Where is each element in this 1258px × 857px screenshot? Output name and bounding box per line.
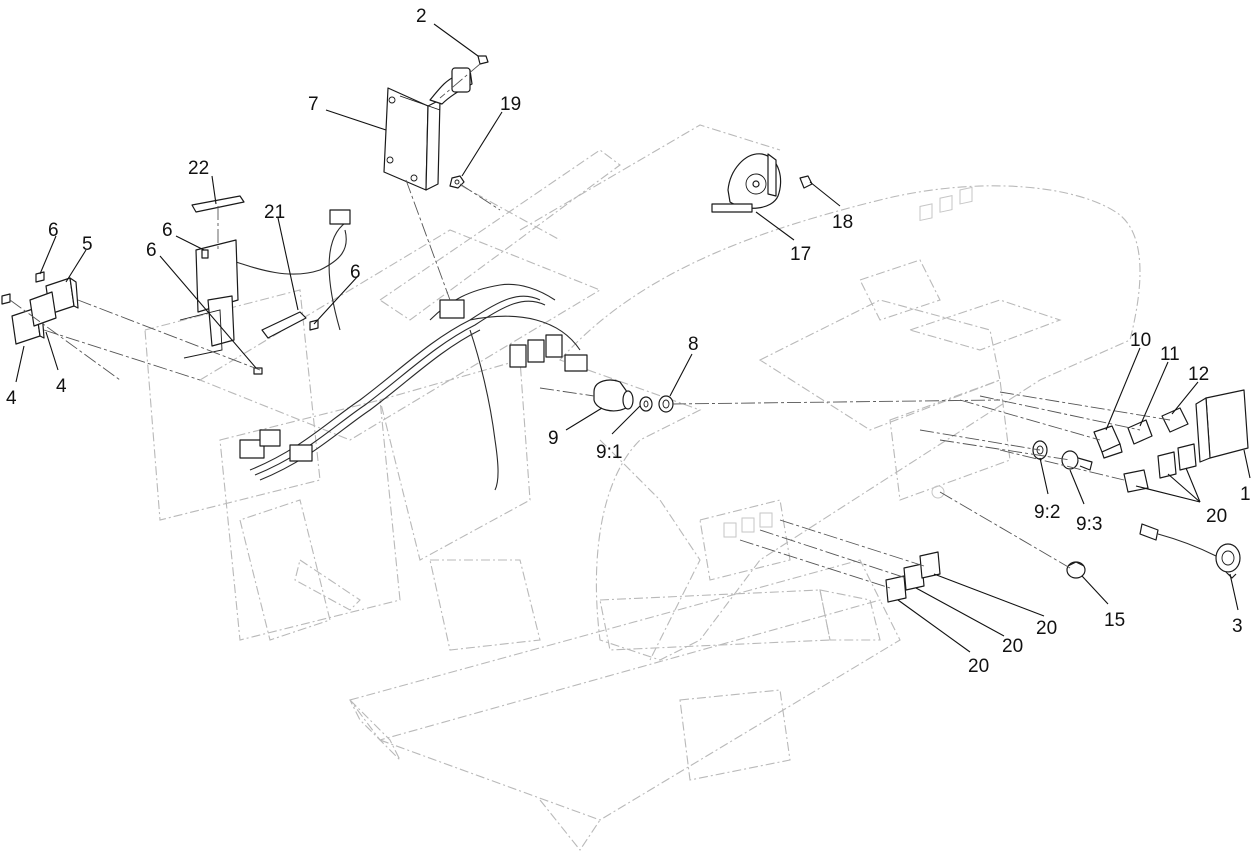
label-part-22 — [191, 195, 245, 213]
callout-22: 22 — [188, 158, 209, 179]
panel-part-1 — [1195, 389, 1249, 463]
callout-17: 17 — [790, 244, 811, 265]
callout-20: 20 — [1036, 618, 1057, 639]
leader-lines — [15, 23, 1251, 653]
callout-6: 6 — [48, 220, 59, 241]
key-part-9-3 — [1061, 450, 1093, 471]
callout-6: 6 — [146, 240, 157, 261]
screw-part-2 — [477, 55, 489, 65]
callout-6: 6 — [350, 262, 361, 283]
callout-9-3: 9:3 — [1076, 514, 1102, 535]
plug-part-15 — [1066, 561, 1086, 579]
callout-20: 20 — [1002, 636, 1023, 657]
assembly-lines — [9, 63, 1171, 589]
callout-21: 21 — [264, 202, 285, 223]
controller-module-part-7 — [383, 67, 473, 191]
horn-part-17 — [711, 153, 782, 213]
wiring-harness — [229, 209, 588, 491]
frame-outline — [144, 124, 901, 851]
callout-8: 8 — [688, 334, 699, 355]
callout-1: 1 — [1240, 484, 1251, 505]
callout-3: 3 — [1232, 616, 1243, 637]
callout-2: 2 — [416, 6, 427, 27]
callout-4: 4 — [6, 388, 17, 409]
switch-part-12 — [1161, 407, 1189, 433]
callout-9: 9 — [548, 428, 559, 449]
callout-12: 12 — [1188, 364, 1209, 385]
callout-20: 20 — [968, 656, 989, 677]
callout-4: 4 — [56, 376, 67, 397]
callout-5: 5 — [82, 234, 93, 255]
ignition-switch-part-9 — [593, 379, 634, 412]
cover-part-20 — [885, 443, 1197, 603]
washer-part-8 — [658, 395, 674, 413]
callout-6: 6 — [162, 220, 173, 241]
callout-9-1: 9:1 — [596, 442, 622, 463]
power-socket-part-3 — [1139, 523, 1241, 579]
callout-9-2: 9:2 — [1034, 502, 1060, 523]
callout-11: 11 — [1160, 344, 1180, 365]
callout-7: 7 — [308, 94, 319, 115]
callout-18: 18 — [832, 212, 853, 233]
callout-20: 20 — [1206, 506, 1227, 527]
bracket-part-21 — [179, 239, 307, 359]
switch-part-10 — [1093, 425, 1123, 459]
callout-19: 19 — [500, 94, 521, 115]
callout-15: 15 — [1104, 610, 1125, 631]
callout-10: 10 — [1130, 330, 1151, 351]
console-outline — [559, 185, 1141, 661]
switch-part-11 — [1127, 419, 1153, 445]
nut-part-9-1 — [639, 396, 653, 412]
callout-labels: 2 7 19 22 21 6 6 6 6 5 4 4 17 18 8 9 9:1… — [6, 6, 1251, 677]
nut-part-19 — [449, 175, 465, 189]
